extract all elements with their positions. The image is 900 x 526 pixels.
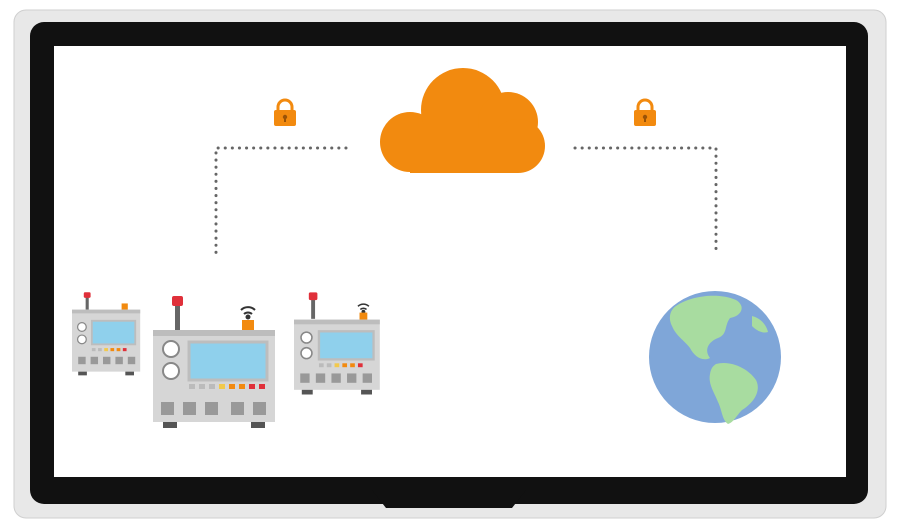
south-america-landmass bbox=[709, 362, 758, 424]
industrial-machine-icon bbox=[72, 292, 141, 376]
monitor-bottom-notch bbox=[372, 490, 526, 508]
padlock-icon bbox=[634, 98, 656, 126]
cloud-icon bbox=[380, 68, 545, 173]
wifi-icon bbox=[357, 303, 370, 314]
connection-line-right bbox=[573, 146, 718, 252]
north-america-landmass bbox=[669, 295, 742, 360]
globe-icon bbox=[649, 291, 781, 424]
padlock-icon bbox=[274, 98, 296, 126]
industrial-machine-icon bbox=[153, 296, 275, 428]
wifi-icon bbox=[240, 306, 256, 320]
greenland-landmass bbox=[752, 316, 768, 333]
connection-line-left bbox=[214, 146, 348, 258]
industrial-machine-icon bbox=[294, 292, 380, 395]
connection-lines bbox=[214, 146, 718, 258]
